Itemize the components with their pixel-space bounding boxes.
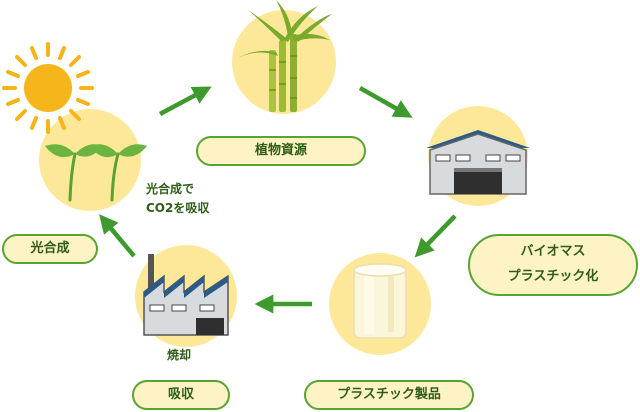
label-photosynthesis-text: 光合成: [30, 240, 70, 256]
sprout-icon: [45, 144, 147, 202]
label-co2-line2: CO2を吸収: [146, 201, 210, 216]
label-absorption-text: 吸収: [167, 386, 194, 402]
arrow-photosynthesis-to-sugarcane: [158, 86, 212, 116]
label-plant-resources-text: 植物資源: [254, 142, 307, 158]
node-circle-sprout: [39, 109, 141, 211]
label-co2-absorption: 光合成で CO2を吸収: [146, 180, 209, 218]
label-biomass-plastic: バイオマス プラスチック化: [468, 234, 638, 296]
label-plastic-products: プラスチック製品: [304, 380, 474, 410]
label-biomass-plastic-line1: バイオマス: [520, 244, 586, 260]
label-plastic-products-text: プラスチック製品: [337, 386, 441, 402]
arrow-warehouse-to-products: [414, 214, 457, 258]
arrow-absorption-to-photosynthesis: [99, 214, 136, 258]
label-incineration: 焼却: [167, 346, 191, 365]
label-photosynthesis: 光合成: [2, 234, 98, 264]
label-plant-resources: 植物資源: [196, 136, 366, 166]
label-co2-line1: 光合成で: [146, 182, 195, 196]
plastic-roll-icon: [353, 263, 407, 339]
factory-icon: [143, 254, 229, 336]
sugarcane-icon: [238, 0, 332, 112]
warehouse-icon: [426, 130, 530, 195]
label-absorption: 吸収: [132, 380, 230, 410]
label-incineration-text: 焼却: [167, 348, 192, 362]
label-biomass-plastic-line2: プラスチック化: [507, 269, 599, 284]
sun-icon: [2, 42, 94, 134]
arrow-sugarcane-to-warehouse: [358, 86, 413, 118]
